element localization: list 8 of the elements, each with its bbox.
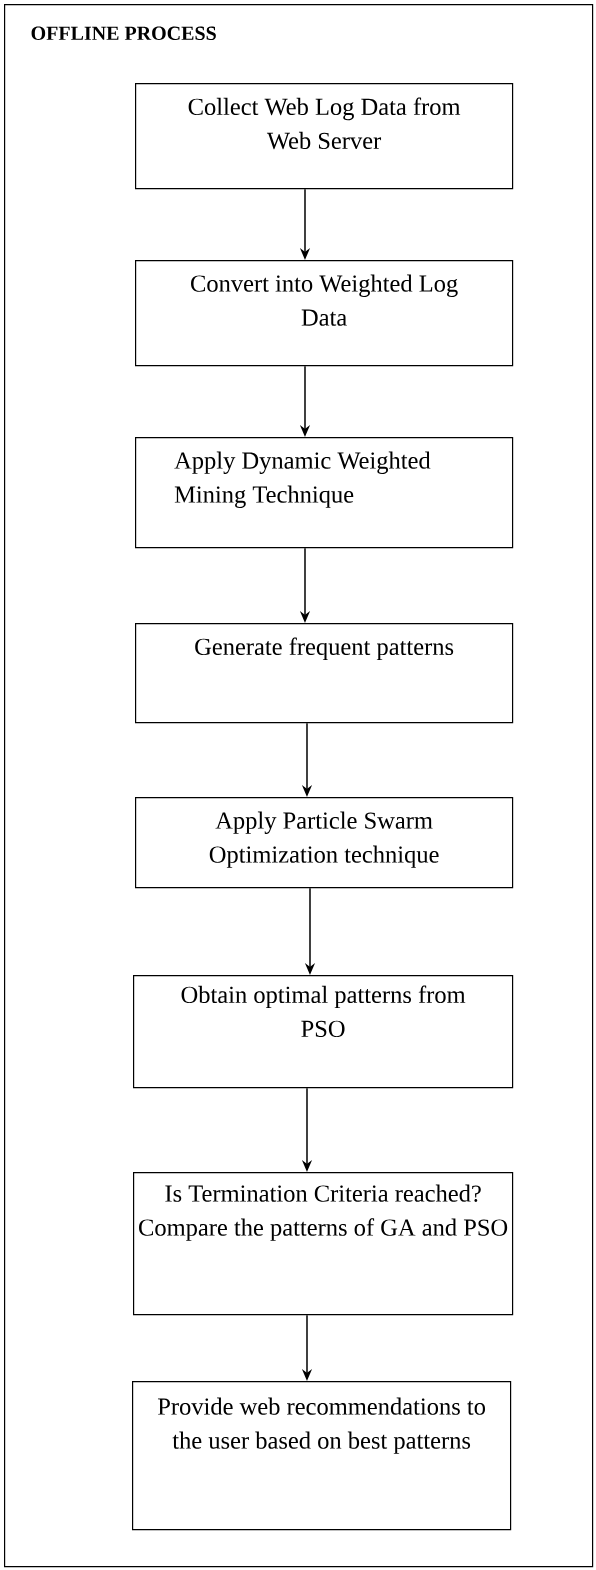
process-box: Generate frequent patterns — [135, 623, 514, 724]
process-box: Provide web recommendations to the user based on best patterns — [132, 1381, 512, 1531]
process-box: Obtain optimal patterns from PSO — [133, 975, 514, 1089]
process-box: Convert into Weighted Log Data — [135, 260, 514, 367]
process-box: Is Termination Criteria reached? Compare the patterns of GA and PSO — [133, 1172, 514, 1316]
process-box: Collect Web Log Data from Web Server — [135, 83, 514, 190]
process-box: Apply Dynamic Weighted Mining Technique — [135, 437, 514, 549]
process-box: Apply Particle Swarm Optimization technique — [135, 797, 514, 889]
